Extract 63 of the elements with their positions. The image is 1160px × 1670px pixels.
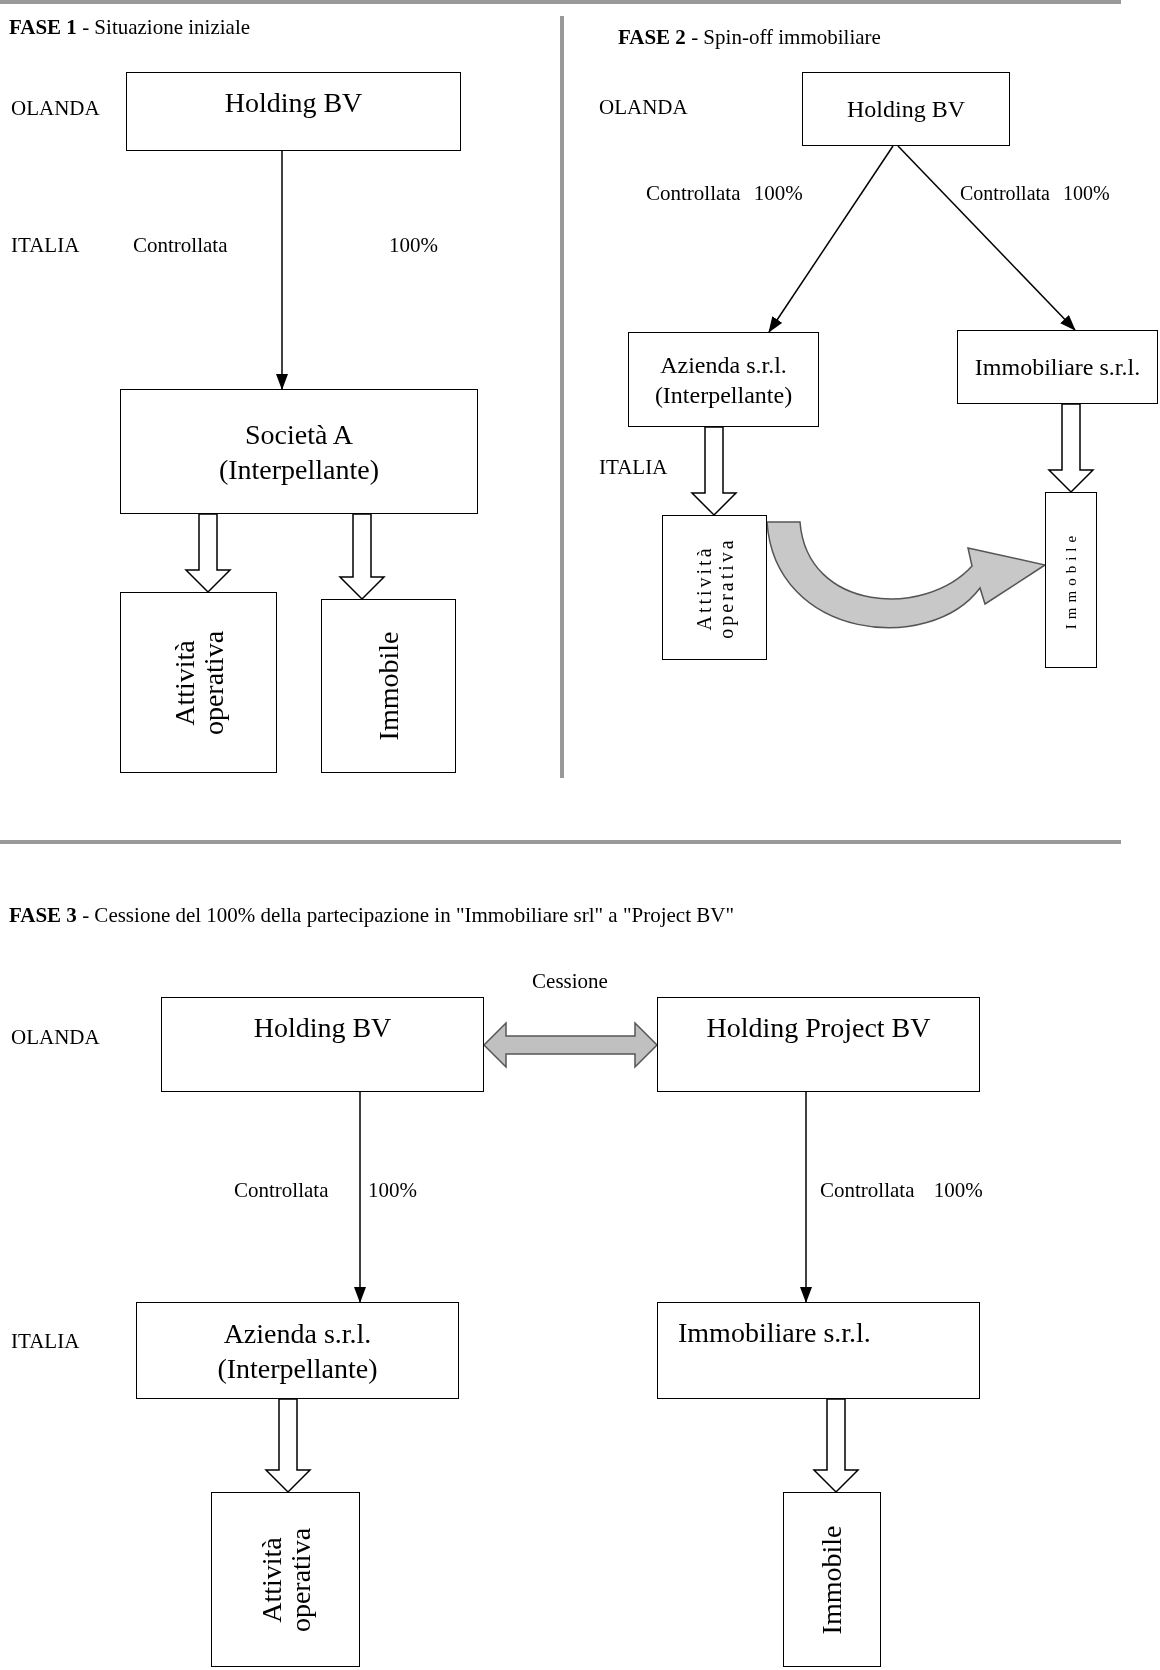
node-label: Holding BV: [847, 95, 965, 124]
ownership-label: 100%: [389, 232, 438, 259]
ownership-label: 100%: [368, 1177, 417, 1204]
ownership-label: Controllata: [234, 1177, 329, 1204]
phase-title: FASE 3 - Cessione del 100% della partecipazione in "Immobiliare srl" a "Project BV": [9, 902, 734, 929]
company-box: [161, 997, 484, 1092]
node-label: Immobiliare s.r.l.: [678, 1316, 871, 1350]
block-arrow: [812, 1398, 860, 1494]
company-box: [136, 1302, 459, 1399]
node-label: (Interpellante): [654, 380, 793, 410]
country-label: ITALIA: [11, 1328, 80, 1355]
asset-box: [1045, 492, 1097, 668]
asset-box: [211, 1492, 360, 1667]
company-box: [628, 332, 819, 427]
node-label: Immobile: [817, 1524, 847, 1636]
node-label: Azienda s.r.l.: [660, 350, 787, 380]
arrow: [768, 145, 894, 333]
company-box: [657, 997, 980, 1092]
country-label: ITALIA: [11, 232, 80, 259]
block-arrow: [184, 513, 232, 594]
country-label: ITALIA: [599, 454, 668, 481]
asset-box: [662, 515, 767, 660]
edge-label: Cessione: [532, 968, 608, 996]
arrow: [897, 145, 1076, 331]
phase-title: FASE 2 - Spin-off immobiliare: [618, 24, 881, 51]
company-box: [802, 72, 1010, 146]
ownership-label: Controllata: [133, 232, 228, 259]
node-label: (Interpellante): [217, 1351, 378, 1386]
country-label: OLANDA: [11, 95, 100, 122]
ownership-label: Controllata 100%: [960, 181, 1110, 206]
node-label: Società A: [244, 417, 354, 452]
asset-box: [120, 592, 277, 773]
company-box: [657, 1302, 980, 1399]
node-label: Immobiliare s.r.l.: [974, 353, 1141, 382]
node-label: Attività operativa: [256, 1526, 315, 1634]
company-box: [120, 389, 478, 514]
block-arrow: [482, 1021, 659, 1069]
arrow: [276, 150, 288, 390]
node-label: Holding BV: [253, 1011, 392, 1045]
asset-box: [321, 599, 456, 773]
company-box: [126, 72, 461, 151]
node-label: Attività operativa: [169, 629, 228, 737]
block-arrow: [690, 426, 738, 517]
node-label: (Interpellante): [218, 452, 380, 487]
block-arrow: [338, 513, 386, 601]
node-label: Immobile: [1063, 529, 1079, 632]
node-label: Holding Project BV: [706, 1011, 931, 1045]
country-label: OLANDA: [11, 1024, 100, 1051]
ownership-label: Controllata 100%: [820, 1177, 983, 1204]
phase-title: FASE 1 - Situazione iniziale: [9, 14, 251, 41]
node-label: Azienda s.r.l.: [223, 1316, 372, 1351]
block-arrow: [1047, 403, 1095, 494]
block-arrow: [766, 521, 1046, 629]
node-label: Holding BV: [224, 86, 363, 120]
country-label: OLANDA: [599, 94, 688, 121]
ownership-label: Controllata 100%: [646, 180, 803, 207]
block-arrow: [264, 1398, 312, 1494]
company-box: [957, 330, 1158, 404]
node-label: Attività operativa: [692, 535, 737, 641]
node-label: Immobile: [373, 630, 404, 743]
asset-box: [783, 1492, 881, 1667]
arrow: [354, 1091, 366, 1303]
arrow: [800, 1091, 812, 1303]
